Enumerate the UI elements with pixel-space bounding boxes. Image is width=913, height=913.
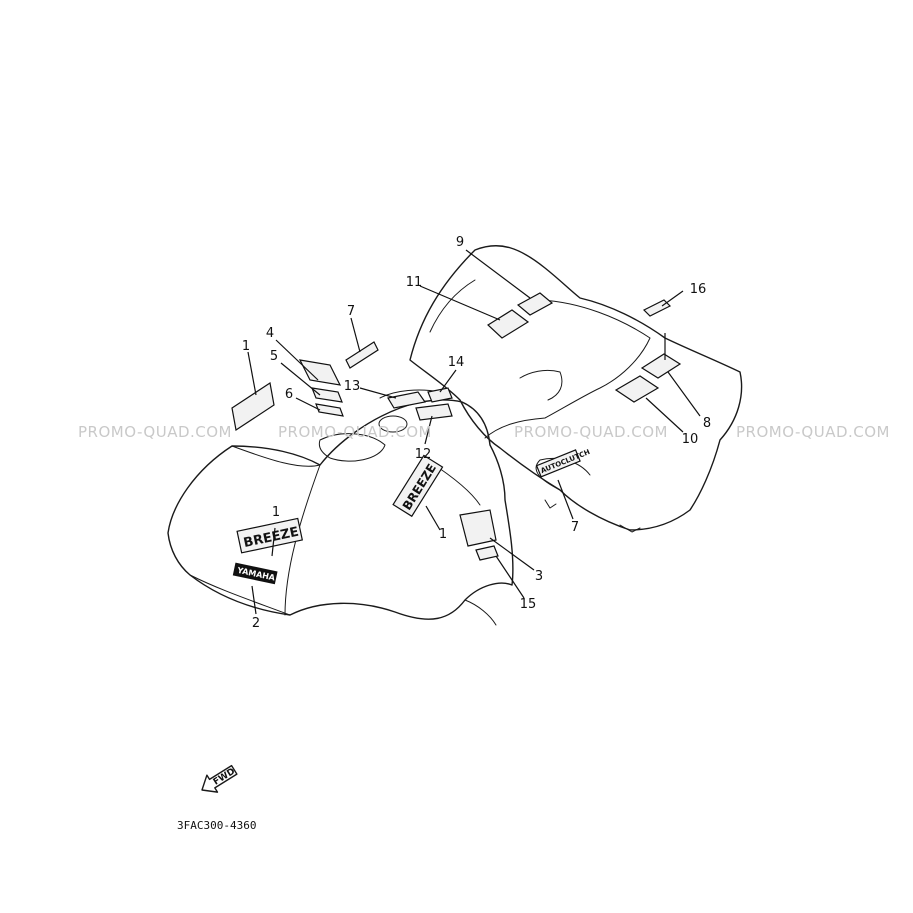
- decal-13: [387, 391, 427, 409]
- decal-11: [487, 309, 530, 339]
- callout-12: 12: [415, 447, 432, 462]
- callout-7-top: 7: [347, 304, 355, 319]
- callout-4: 4: [266, 326, 274, 341]
- decal-breeze-side: BREEZE: [392, 454, 444, 518]
- fwd-arrow-icon: FWD: [201, 764, 238, 793]
- decal-6: [315, 403, 344, 417]
- callout-14: 14: [448, 355, 465, 370]
- decal-8: [640, 353, 682, 379]
- callout-10: 10: [682, 432, 699, 447]
- callout-1-side: 1: [439, 527, 447, 542]
- rear-fender: [409, 245, 743, 533]
- callout-6: 6: [285, 387, 293, 402]
- decal-3: [459, 509, 497, 547]
- watermark-2: PROMO-QUAD.COM: [278, 423, 432, 441]
- decal-10: [614, 375, 660, 403]
- decal-1-left: [231, 382, 275, 431]
- decal-15: [475, 545, 499, 561]
- callout-16: 16: [690, 282, 707, 297]
- decal-autoclutch: AUTOCLUTCH: [535, 448, 591, 478]
- callout-8: 8: [703, 416, 711, 431]
- decal-9: [516, 292, 554, 316]
- front-fender: [167, 389, 514, 626]
- callout-15: 15: [520, 597, 537, 612]
- callout-3: 3: [535, 569, 543, 584]
- callout-1-front: 1: [272, 505, 280, 520]
- callout-11: 11: [406, 275, 423, 290]
- callout-5: 5: [270, 349, 278, 364]
- diagram-code: 3FAC300-4360: [177, 819, 256, 832]
- watermark-4: PROMO-QUAD.COM: [736, 423, 890, 441]
- leader-lines: [247, 249, 701, 615]
- decal-12: [415, 403, 453, 421]
- callout-1-left: 1: [242, 339, 250, 354]
- callout-2: 2: [252, 616, 260, 631]
- watermarks: PROMO-QUAD.COM PROMO-QUAD.COM PROMO-QUAD…: [78, 423, 890, 441]
- decal-4: [298, 359, 342, 386]
- callout-9: 9: [456, 235, 464, 250]
- callout-numbers: 1 4 5 6 7 13 14 12 9 11 16 8 10 7 1 1 2 …: [242, 235, 711, 631]
- decal-16: [642, 299, 672, 317]
- decal-yamaha: YAMAHA: [232, 562, 278, 585]
- watermark-1: PROMO-QUAD.COM: [78, 423, 232, 441]
- decal-breeze-front: BREEZE: [236, 517, 304, 554]
- callout-7-side: 7: [571, 520, 579, 535]
- callout-13: 13: [344, 379, 361, 394]
- decal-7-top: [345, 341, 379, 369]
- decal-5: [311, 387, 343, 403]
- watermark-3: PROMO-QUAD.COM: [514, 423, 668, 441]
